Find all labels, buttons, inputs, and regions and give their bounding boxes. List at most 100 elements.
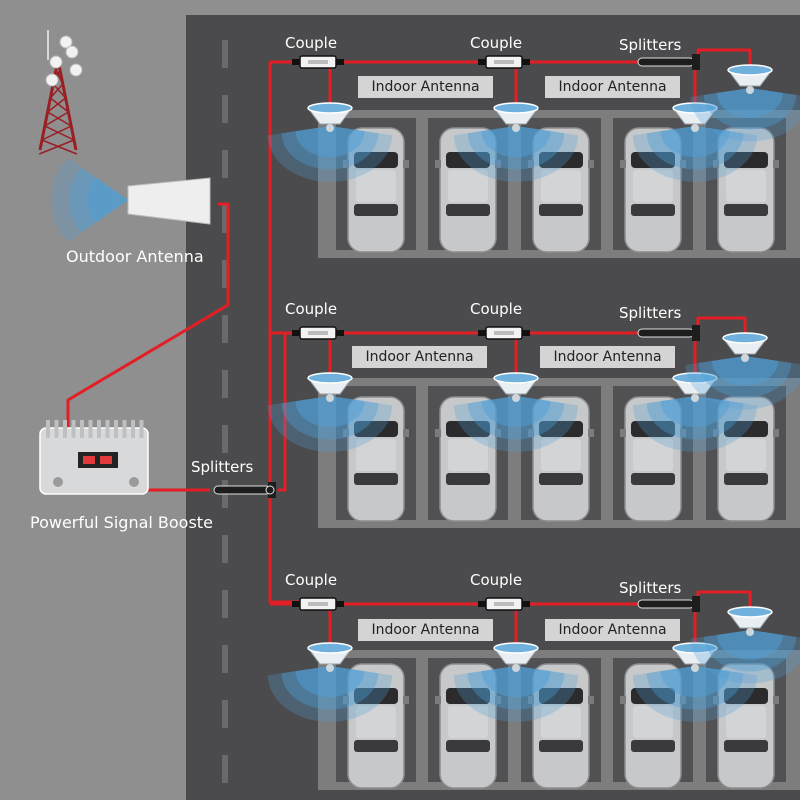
tower-brace (47, 97, 67, 113)
car-roof (448, 706, 488, 738)
tower-brace (38, 139, 75, 155)
car-mirror (773, 696, 779, 704)
ceiling-antenna-icon (672, 102, 718, 132)
parking-stall (613, 118, 693, 253)
car-roof (633, 170, 673, 202)
splitter-icon (637, 325, 700, 341)
row1-indoor-antenna-2-label: Indoor Antenna (545, 76, 680, 98)
ceiling-antenna-icon (307, 102, 353, 132)
coupler-port (336, 330, 344, 336)
row1-couple-1-label: Couple (285, 34, 338, 52)
car-icon (713, 396, 779, 522)
car-roof (356, 706, 396, 738)
car-mirror (620, 160, 626, 168)
row3-indoor-antenna-2-label: Indoor Antenna (545, 619, 680, 641)
car-mirror (403, 160, 409, 168)
car-roof (356, 170, 396, 202)
lane-marking (222, 95, 228, 123)
splitter-icon (637, 596, 700, 612)
booster-port (129, 477, 139, 487)
coupler-port (522, 59, 530, 65)
tower-brace (49, 83, 64, 99)
antenna-tip (691, 664, 699, 672)
antenna-row-1 (267, 54, 800, 182)
splitter-junction (265, 485, 275, 495)
car-icon (435, 127, 501, 253)
car-roof (541, 439, 581, 471)
car-mirror (435, 696, 441, 704)
car-mirror (588, 429, 594, 437)
booster-fin (105, 420, 110, 438)
antenna-tip (691, 394, 699, 402)
booster-led (83, 456, 95, 464)
lane-marking (222, 150, 228, 178)
row1-splitter-label: Splitters (619, 36, 682, 54)
antenna-row-3 (267, 596, 800, 722)
car-roof (356, 439, 396, 471)
row2-couple-2-label: Couple (470, 300, 523, 318)
car-rear-window (446, 204, 490, 216)
coupler-port (336, 59, 344, 65)
coupler-port (478, 330, 486, 336)
ceiling-antenna-icon (493, 642, 539, 672)
signal-waves (267, 666, 393, 722)
signal-waves (453, 396, 579, 452)
antenna-rim (307, 642, 353, 654)
antenna-rim (493, 642, 539, 654)
car-mirror (343, 696, 349, 704)
ceiling-antenna-icon (727, 64, 773, 94)
car-icon (713, 663, 779, 789)
car-windshield (446, 152, 490, 168)
antenna-tip (746, 86, 754, 94)
car-roof (726, 439, 766, 471)
antenna-tip (691, 124, 699, 132)
car-roof (633, 706, 673, 738)
splitter-body (213, 485, 271, 495)
car-rear-window (354, 204, 398, 216)
coupler-port (292, 601, 300, 607)
car-roof (448, 439, 488, 471)
car-mirror (435, 160, 441, 168)
signal-waves (685, 356, 800, 410)
parking-stall (336, 386, 416, 522)
signal-wave (295, 666, 365, 698)
car-icon (528, 396, 594, 522)
antenna-tip (512, 664, 520, 672)
booster-fin (46, 420, 50, 438)
booster-fin (97, 420, 101, 438)
ceiling-antenna-icon (672, 372, 718, 402)
coupler-icon (292, 55, 344, 69)
signal-wave (86, 177, 128, 223)
row2-indoor-antenna-1-label: Indoor Antenna (352, 346, 487, 368)
car-mirror (495, 160, 501, 168)
antenna-rim (307, 372, 353, 384)
car-mirror (773, 429, 779, 437)
coupler-port (336, 601, 344, 607)
parking-stall (336, 118, 416, 253)
coupler-icon (292, 597, 344, 611)
ceiling-antenna-icon (493, 372, 539, 402)
signal-wave (481, 396, 551, 428)
antenna-tip (741, 354, 749, 362)
lane-marking (222, 315, 228, 343)
car-icon (528, 127, 594, 253)
car-mirror (343, 160, 349, 168)
cable-extension (696, 316, 747, 338)
booster-fin (54, 420, 59, 438)
outdoor-antenna-icon (50, 158, 211, 242)
car-mirror (773, 160, 779, 168)
parking-stall (613, 658, 693, 789)
car-windshield (724, 688, 768, 704)
antenna-tip (512, 124, 520, 132)
antenna-rim (672, 642, 718, 654)
antenna-tip (326, 124, 334, 132)
car-roof (448, 170, 488, 202)
car-windshield (354, 688, 398, 704)
coupler-icon (478, 597, 530, 611)
tower-dish (59, 35, 73, 49)
car-rear-window (724, 473, 768, 485)
car-mirror (403, 429, 409, 437)
antenna-rim (722, 332, 768, 344)
booster-label: Powerful Signal Booste (30, 513, 213, 532)
